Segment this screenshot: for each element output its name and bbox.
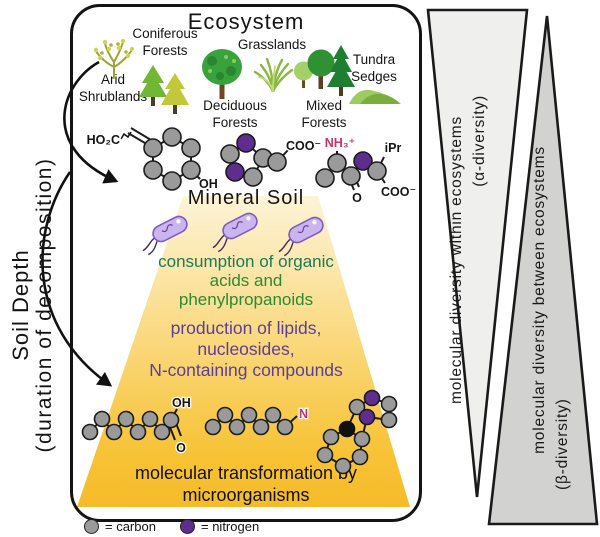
coniferous-trees-icon bbox=[139, 65, 189, 114]
legend-nitrogen: = nitrogen bbox=[180, 519, 259, 534]
deciduous-tree-icon bbox=[202, 49, 242, 99]
soil-depth-axis-label: Soil Depth (duration of decomposition) bbox=[8, 157, 56, 453]
mineral-soil-label: Mineral Soil bbox=[187, 187, 305, 209]
label-deciduous-forests: Deciduous Forests bbox=[203, 98, 267, 130]
nitrogen-atom-icon bbox=[180, 519, 195, 534]
carbon-atom-icon bbox=[84, 519, 99, 534]
transformation-text: molecular transformation by microorganis… bbox=[134, 463, 358, 505]
legend-nitrogen-label: = nitrogen bbox=[201, 519, 260, 534]
consumption-text: consumption of organic acids and phenylp… bbox=[158, 252, 334, 309]
ecosystem-panel: Ecosystem Arid Shrublands Coniferous For… bbox=[70, 4, 422, 522]
label-mixed-forests: Mixed Forests bbox=[301, 98, 347, 130]
production-text: production of lipids, nucleosides, N-con… bbox=[149, 318, 343, 380]
beta-diversity-label: molecular diversity between ecosystems (… bbox=[531, 146, 571, 490]
legend-carbon-label: = carbon bbox=[105, 519, 156, 534]
label-coniferous-forests: Coniferous Forests bbox=[132, 26, 198, 58]
legend-carbon: = carbon bbox=[84, 519, 156, 534]
alpha-diversity-label: molecular diversity within ecosystems (α… bbox=[448, 95, 488, 405]
alpha-diversity-triangle bbox=[426, 8, 529, 498]
arid-shrub-icon bbox=[93, 38, 135, 79]
label-grasslands: Grasslands bbox=[237, 37, 307, 52]
mixed-forest-icon bbox=[294, 45, 355, 96]
label-tundra-sedges: Tundra Sedges bbox=[351, 52, 397, 84]
panel-title: Ecosystem bbox=[187, 9, 305, 34]
grassland-grass-icon bbox=[253, 57, 294, 92]
beta-diversity-triangle bbox=[487, 15, 599, 526]
tundra-sedge-mound-icon bbox=[349, 89, 401, 104]
